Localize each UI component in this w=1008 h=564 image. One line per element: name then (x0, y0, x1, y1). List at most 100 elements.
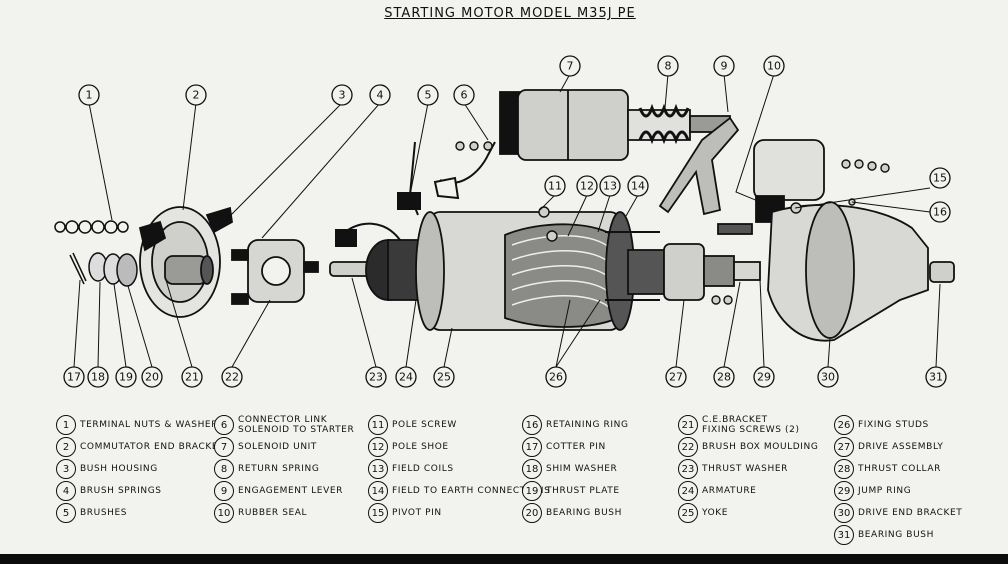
legend-item-14: 14 FIELD TO EARTH CONNECTIONS (368, 480, 550, 502)
callout-7: 7 (559, 55, 581, 77)
callout-31: 31 (925, 366, 947, 388)
legend-label: POLE SCREW (392, 420, 457, 430)
callout-number: 8 (665, 60, 672, 73)
callout-number: 11 (548, 180, 562, 193)
legend-item-2: 2 COMMUTATOR END BRACKET (56, 436, 224, 458)
callout-number: 15 (933, 172, 947, 185)
part-commutator-end-bracket (138, 206, 233, 318)
callout-14: 14 (627, 175, 649, 197)
legend-label: C.E.BRACKET FIXING SCREWS (2) (702, 415, 800, 435)
callout-number: 12 (580, 180, 594, 193)
callout-21: 21 (181, 366, 203, 388)
callout-number: 16 (933, 206, 947, 219)
part-thrust-washers (88, 252, 138, 287)
legend-label: BEARING BUSH (858, 530, 934, 540)
legend-number: 20 (522, 503, 542, 523)
legend-number: 16 (522, 415, 542, 435)
callout-number: 22 (225, 371, 239, 384)
callout-30: 30 (817, 366, 839, 388)
callout-number: 7 (567, 60, 574, 73)
legend-number: 1 (56, 415, 76, 435)
callout-19: 19 (115, 366, 137, 388)
legend-label: ENGAGEMENT LEVER (238, 486, 343, 496)
legend-item-5: 5 BRUSHES (56, 502, 127, 524)
callout-3: 3 (331, 84, 353, 106)
legend-number: 8 (214, 459, 234, 479)
callout-number: 17 (67, 371, 81, 384)
legend-number: 21 (678, 415, 698, 435)
legend-item-28: 28 THRUST COLLAR (834, 458, 941, 480)
legend-number: 7 (214, 437, 234, 457)
legend-label: FIELD TO EARTH CONNECTIONS (392, 486, 551, 496)
callout-9: 9 (713, 55, 735, 77)
legend-label: FIELD COILS (392, 464, 454, 474)
legend-number: 4 (56, 481, 76, 501)
callout-29: 29 (753, 366, 775, 388)
legend-label: PIVOT PIN (392, 508, 442, 518)
legend-label: DRIVE ASSEMBLY (858, 442, 944, 452)
legend-label: THRUST PLATE (546, 486, 620, 496)
legend-number: 12 (368, 437, 388, 457)
part-terminal-nuts (54, 220, 129, 234)
part-engagement-lever (658, 116, 740, 216)
callout-number: 20 (145, 371, 159, 384)
legend-number: 22 (678, 437, 698, 457)
legend-label: COMMUTATOR END BRACKET (80, 442, 225, 452)
legend-number: 2 (56, 437, 76, 457)
callout-5: 5 (417, 84, 439, 106)
part-brush-box-moulding (231, 239, 319, 305)
legend-item-15: 15 PIVOT PIN (368, 502, 442, 524)
callout-number: 21 (185, 371, 199, 384)
callout-number: 26 (549, 371, 563, 384)
callout-number: 2 (193, 89, 200, 102)
part-drive-assembly (627, 223, 761, 301)
legend-number: 26 (834, 415, 854, 435)
legend-label: BEARING BUSH (546, 508, 622, 518)
legend-label: RETURN SPRING (238, 464, 320, 474)
legend-item-9: 9 ENGAGEMENT LEVER (214, 480, 343, 502)
legend-label: YOKE (702, 508, 729, 518)
legend-label: BRUSHES (80, 508, 128, 518)
part-cotter-pin (69, 252, 87, 285)
callout-number: 6 (461, 89, 468, 102)
legend-label: ARMATURE (702, 486, 757, 496)
legend-item-20: 20 BEARING BUSH (522, 502, 622, 524)
callout-18: 18 (87, 366, 109, 388)
legend-label: BUSH HOUSING (80, 464, 158, 474)
legend-number: 24 (678, 481, 698, 501)
legend-label: SHIM WASHER (546, 464, 618, 474)
legend-number: 9 (214, 481, 234, 501)
legend-label: BRUSH BOX MOULDING (702, 442, 819, 452)
legend-number: 14 (368, 481, 388, 501)
legend-number: 15 (368, 503, 388, 523)
legend-label: THRUST COLLAR (858, 464, 941, 474)
callout-number: 27 (669, 371, 683, 384)
callout-4: 4 (369, 84, 391, 106)
callout-number: 31 (929, 371, 943, 384)
callout-22: 22 (221, 366, 243, 388)
callout-13: 13 (599, 175, 621, 197)
legend-number: 5 (56, 503, 76, 523)
callout-number: 30 (821, 371, 835, 384)
part-fixing-hardware (455, 141, 890, 305)
callout-23: 23 (365, 366, 387, 388)
film-edge (0, 554, 1008, 564)
callout-number: 4 (377, 89, 384, 102)
legend-number: 28 (834, 459, 854, 479)
callout-number: 14 (631, 180, 645, 193)
legend-label: THRUST WASHER (702, 464, 788, 474)
legend-number: 10 (214, 503, 234, 523)
